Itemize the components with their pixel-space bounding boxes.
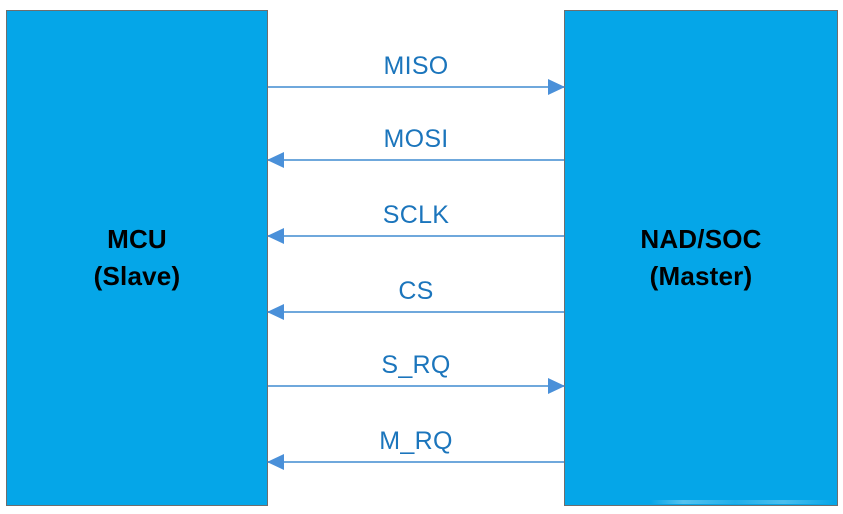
block-nad-soc[interactable]: NAD/SOC (Master): [564, 10, 838, 506]
block-nad-soc-title: NAD/SOC: [640, 224, 762, 255]
signal-s-rq-wire: [268, 385, 564, 387]
arrowhead-right-icon: [548, 79, 565, 95]
signal-cs-label: CS: [398, 277, 434, 305]
block-mcu-role: (Slave): [93, 261, 181, 291]
arrowhead-left-icon: [267, 304, 284, 320]
render-artifact-streak: [650, 500, 835, 504]
signal-mosi-wire: [268, 159, 564, 161]
block-mcu-title: MCU: [107, 224, 167, 255]
signal-cs-wire: [268, 311, 564, 313]
signal-miso-label: MISO: [383, 52, 449, 80]
signal-miso-wire: [268, 86, 564, 88]
signal-mosi-label: MOSI: [383, 125, 449, 153]
signal-sclk-label: SCLK: [382, 201, 450, 229]
signal-s-rq-label: S_RQ: [381, 351, 451, 379]
signal-m-rq-label: M_RQ: [379, 427, 453, 455]
block-nad-soc-role: (Master): [649, 261, 753, 291]
arrowhead-left-icon: [267, 152, 284, 168]
signal-sclk-wire: [268, 235, 564, 237]
arrowhead-left-icon: [267, 228, 284, 244]
arrowhead-left-icon: [267, 454, 284, 470]
block-mcu[interactable]: MCU (Slave): [6, 10, 268, 506]
arrowhead-right-icon: [548, 378, 565, 394]
signal-m-rq-wire: [268, 461, 564, 463]
